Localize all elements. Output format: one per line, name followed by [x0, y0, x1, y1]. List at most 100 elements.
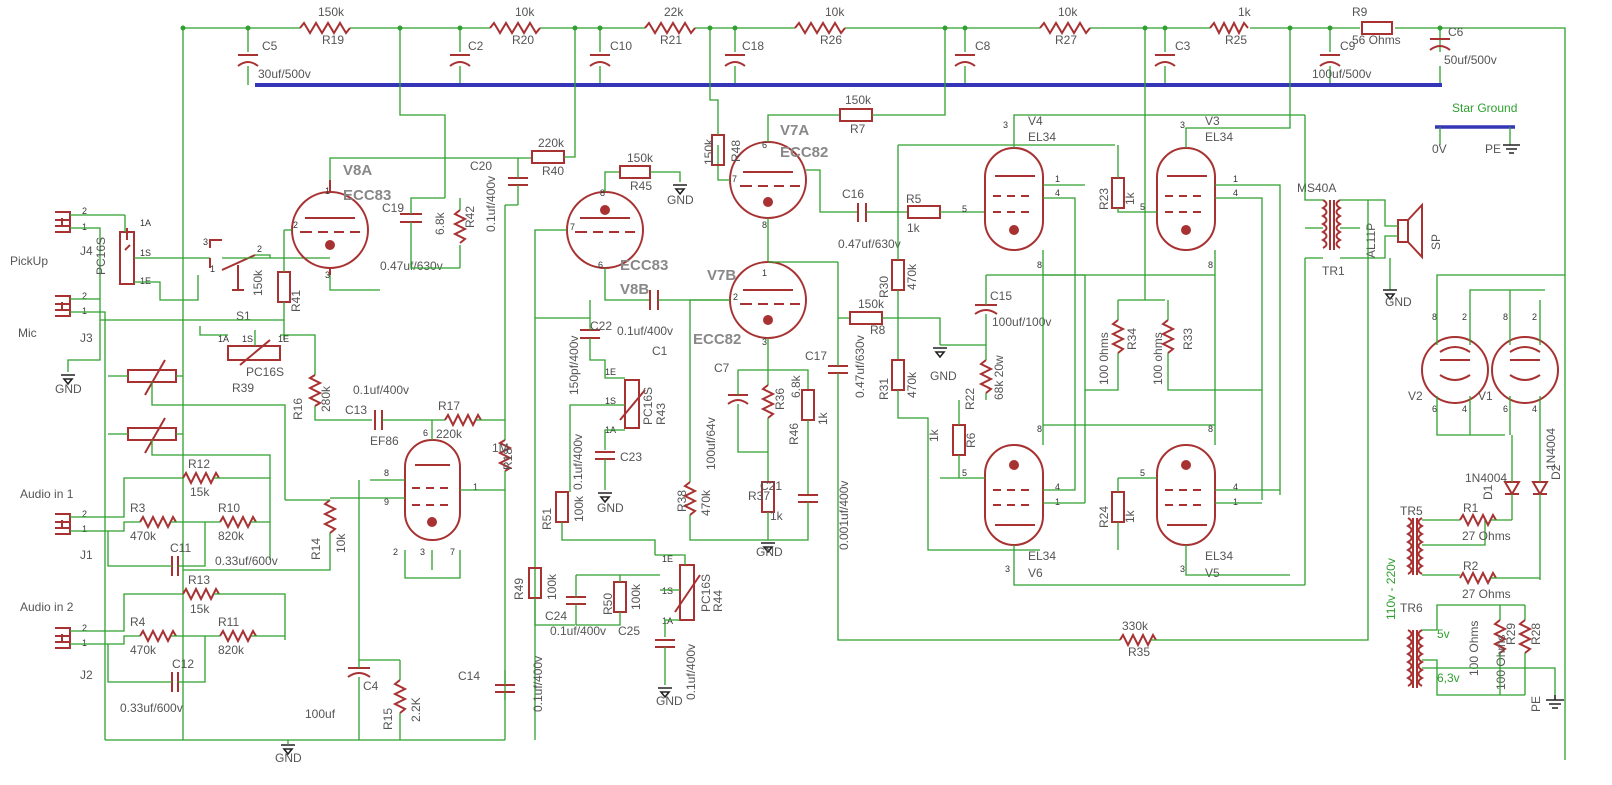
svg-text:0V: 0V: [1432, 142, 1447, 156]
svg-text:1: 1: [473, 482, 478, 492]
svg-text:6: 6: [598, 260, 603, 270]
svg-text:1S: 1S: [662, 586, 673, 596]
power-transformer-tr5: TR5 110v - 220v: [1384, 504, 1486, 620]
svg-text:100uf: 100uf: [305, 707, 336, 721]
svg-text:4: 4: [1462, 404, 1467, 414]
resistor-r18: 1M R18: [492, 204, 518, 740]
svg-text:R35: R35: [1128, 645, 1150, 659]
svg-text:V5: V5: [1205, 566, 1220, 580]
svg-text:280k: 280k: [319, 385, 333, 412]
svg-text:0.1uf/400v: 0.1uf/400v: [684, 644, 698, 700]
svg-text:R45: R45: [630, 179, 652, 193]
svg-text:1E: 1E: [605, 367, 616, 377]
svg-text:2: 2: [1532, 312, 1537, 322]
capacitor-c4: C4 100uf: [305, 480, 400, 740]
svg-text:R1: R1: [1463, 501, 1479, 515]
svg-text:6: 6: [1503, 404, 1508, 414]
svg-text:C20: C20: [470, 159, 492, 173]
resistor-r6: 1k R6: [927, 400, 978, 478]
svg-text:150k: 150k: [845, 93, 872, 107]
svg-text:R13: R13: [188, 573, 210, 587]
svg-text:3: 3: [420, 547, 425, 557]
capacitor-c15: C15 100uf/100v: [940, 274, 1085, 346]
feedback-r35: 330k R35: [1119, 200, 1369, 659]
svg-text:2: 2: [1462, 312, 1467, 322]
svg-text:820k: 820k: [218, 529, 245, 543]
svg-text:C21: C21: [760, 479, 782, 493]
svg-text:V6: V6: [1028, 566, 1043, 580]
svg-text:8: 8: [1037, 424, 1042, 434]
svg-text:PE: PE: [1485, 142, 1501, 156]
resistor-r48: 150k R48: [702, 28, 743, 166]
svg-text:1N4004: 1N4004: [1544, 428, 1558, 470]
resistor-r15: R15 2.2K: [381, 660, 423, 740]
svg-text:1E: 1E: [140, 276, 151, 286]
svg-text:C13: C13: [345, 403, 367, 417]
resistor-r16: R16 280k: [291, 374, 372, 421]
svg-text:C22: C22: [590, 319, 612, 333]
svg-text:R19: R19: [322, 33, 344, 47]
svg-text:R27: R27: [1055, 33, 1077, 47]
svg-text:0.1uf/400v: 0.1uf/400v: [484, 176, 498, 232]
svg-text:5: 5: [962, 468, 967, 478]
svg-text:0.001uf/400v: 0.001uf/400v: [837, 481, 851, 550]
resistor-r50: R50 100k C25: [576, 574, 660, 638]
resistor-r33: 100 ohms R33: [1151, 300, 1262, 391]
input-switch-pc16s: PC16S 1A 1S 1E: [94, 215, 210, 301]
svg-text:1: 1: [82, 638, 87, 648]
svg-text:S1: S1: [236, 309, 251, 323]
svg-text:R5: R5: [906, 192, 922, 206]
pot-r44: 1E 1S 1A PC16S R44: [655, 554, 725, 637]
svg-text:R11: R11: [218, 615, 239, 629]
svg-text:R25: R25: [1225, 33, 1247, 47]
svg-text:2: 2: [257, 244, 262, 254]
svg-text:2: 2: [393, 547, 398, 557]
svg-text:TR1: TR1: [1322, 264, 1345, 278]
svg-text:2: 2: [293, 220, 298, 230]
svg-text:470k: 470k: [905, 371, 919, 398]
resistor-r31: R31 470k: [877, 359, 1040, 551]
svg-text:GND: GND: [1385, 295, 1412, 309]
svg-text:9: 9: [384, 497, 389, 507]
capacitor-c23: C23 0.1uf/400v GND: [571, 434, 642, 515]
svg-text:ECC83: ECC83: [620, 257, 668, 274]
svg-text:6: 6: [762, 140, 767, 150]
svg-text:150k: 150k: [702, 138, 716, 165]
svg-text:150pf/400v: 150pf/400v: [567, 336, 581, 395]
svg-text:ECC83: ECC83: [343, 187, 391, 204]
svg-text:100 ohms: 100 ohms: [1151, 332, 1165, 385]
capacitor-c13: C13 0.1uf/400v EF86: [345, 383, 445, 448]
svg-text:10k: 10k: [1058, 5, 1078, 19]
capacitor-c21: 0.001uf/400v: [768, 481, 851, 550]
svg-text:1: 1: [1233, 497, 1238, 507]
svg-text:R10: R10: [218, 501, 240, 515]
svg-text:C23: C23: [620, 450, 642, 464]
capacitor-c20: C20 0.1uf/400v: [440, 157, 532, 232]
capacitor-c16: C16 0.47uf/630v: [838, 187, 908, 251]
svg-text:8: 8: [1503, 312, 1508, 322]
capacitor-c14b: 0.1uf/400v 0.1uf/400v GND: [531, 639, 698, 712]
pot-r43: 1E 1S 1A PC16S R43: [569, 367, 668, 492]
svg-text:27 Ohms: 27 Ohms: [1462, 587, 1511, 601]
svg-text:1k: 1k: [1123, 191, 1137, 205]
svg-text:150k: 150k: [251, 269, 265, 296]
svg-text:R14: R14: [309, 538, 323, 560]
svg-text:1: 1: [210, 264, 215, 274]
svg-text:1M: 1M: [492, 441, 509, 455]
svg-text:J1: J1: [80, 548, 93, 562]
svg-text:68k 20w: 68k 20w: [992, 355, 1006, 400]
svg-text:3: 3: [203, 237, 208, 247]
resistor-r38: R38 470k: [675, 481, 768, 541]
svg-text:0.1uf/400v: 0.1uf/400v: [531, 656, 545, 712]
svg-text:R23: R23: [1097, 188, 1111, 210]
svg-text:V1: V1: [1478, 389, 1493, 403]
